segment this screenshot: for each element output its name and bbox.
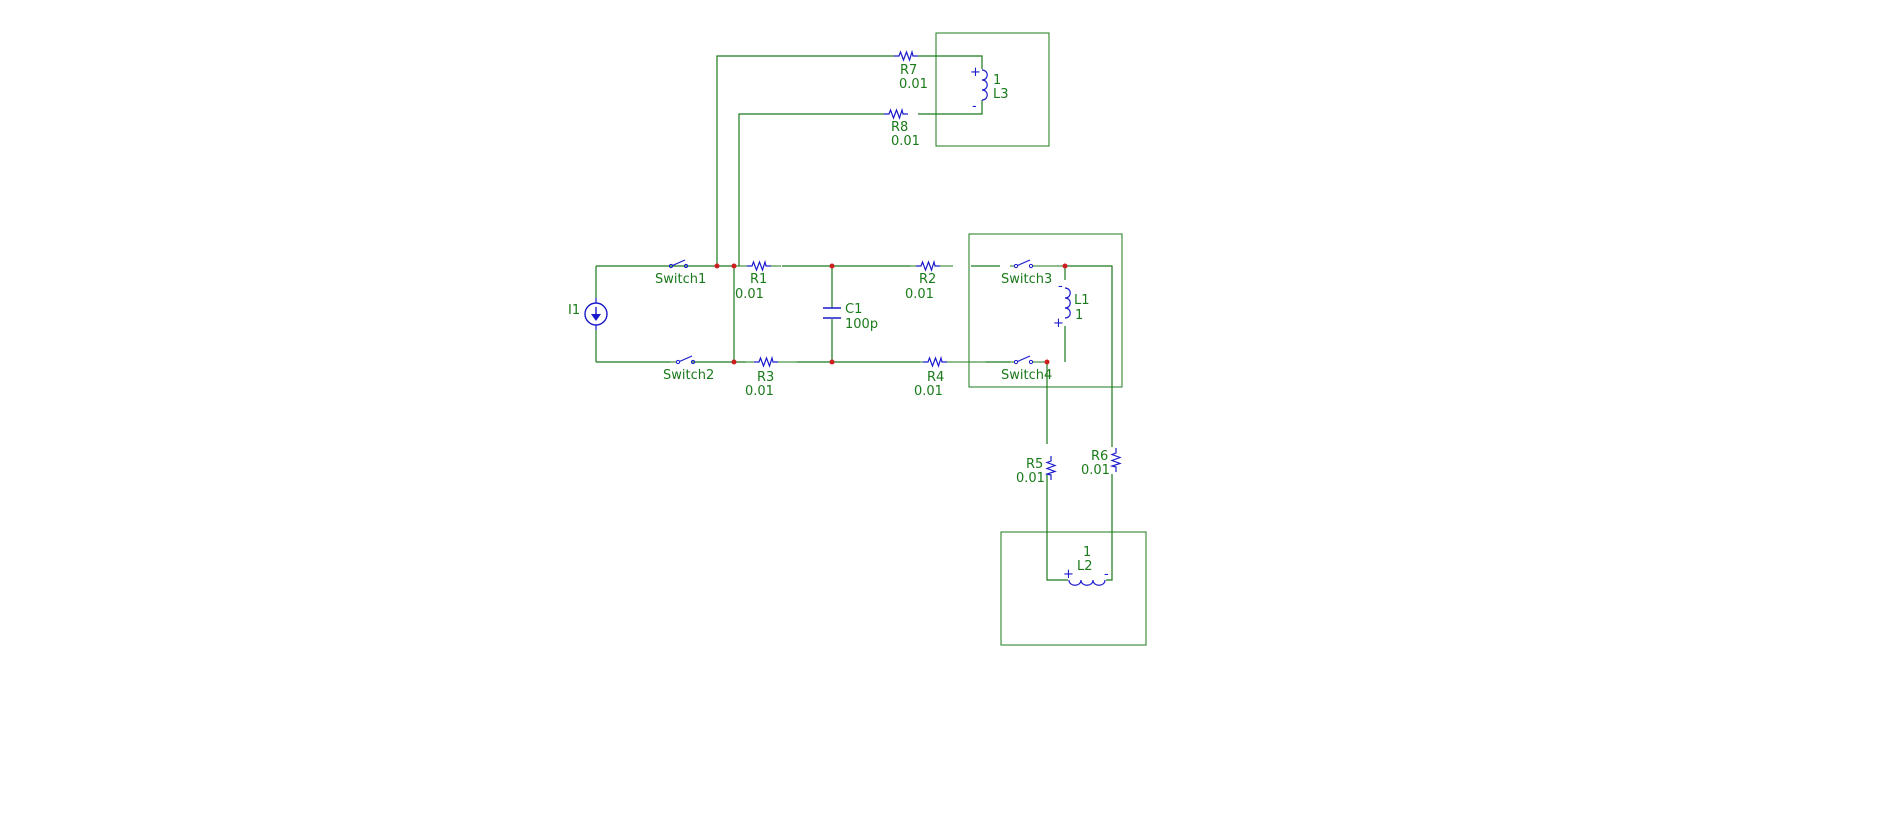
switch4[interactable] bbox=[1010, 355, 1047, 365]
switch3-label: Switch3 bbox=[1001, 272, 1052, 287]
r6-label: R6 bbox=[1091, 449, 1108, 464]
current-arrow-icon bbox=[591, 314, 601, 321]
r5-value: 0.01 bbox=[1016, 471, 1045, 486]
switch1[interactable] bbox=[661, 259, 695, 269]
l1-enclosure bbox=[968, 233, 1123, 388]
r6-value: 0.01 bbox=[1081, 463, 1110, 478]
switch1-label: Switch1 bbox=[655, 272, 706, 287]
switch4-label: Switch4 bbox=[1001, 368, 1052, 383]
r3-value: 0.01 bbox=[745, 384, 774, 399]
switch3[interactable] bbox=[1010, 259, 1065, 269]
r1-label: R1 bbox=[750, 272, 767, 287]
l1-plus: + bbox=[1053, 316, 1064, 331]
r1-value: 0.01 bbox=[735, 287, 764, 302]
current-source-i1[interactable] bbox=[584, 298, 608, 330]
c1-label: C1 bbox=[845, 302, 862, 317]
junction-dot bbox=[829, 263, 835, 269]
r8-value: 0.01 bbox=[891, 134, 920, 149]
resistor-r7[interactable] bbox=[893, 51, 919, 61]
subsystem-boxes bbox=[935, 32, 1147, 646]
l2-minus: - bbox=[1104, 567, 1109, 582]
current-source-icon bbox=[584, 302, 608, 326]
r3-label: R3 bbox=[757, 370, 774, 385]
l3-plus: + bbox=[970, 65, 981, 80]
l3-minus: - bbox=[972, 99, 977, 114]
l1-label: L1 bbox=[1074, 293, 1090, 308]
l3-value: 1 bbox=[993, 73, 1001, 88]
c1-value: 100p bbox=[845, 317, 878, 332]
resistor-r5[interactable] bbox=[1046, 455, 1056, 481]
wires bbox=[595, 55, 1113, 581]
r4-value: 0.01 bbox=[914, 384, 943, 399]
resistor-r4[interactable] bbox=[832, 357, 1010, 367]
r2-value: 0.01 bbox=[905, 287, 934, 302]
switch2[interactable] bbox=[670, 355, 702, 365]
l2-plus: + bbox=[1063, 567, 1074, 582]
l2-enclosure bbox=[1000, 531, 1147, 646]
junction-dot bbox=[829, 359, 835, 365]
resistor-r6[interactable] bbox=[1111, 447, 1121, 473]
resistor-r2[interactable] bbox=[905, 261, 953, 271]
i1-label: I1 bbox=[568, 303, 580, 318]
junction-dot bbox=[731, 359, 737, 365]
resistor-r1[interactable] bbox=[734, 261, 781, 271]
r8-label: R8 bbox=[891, 120, 908, 135]
l3-label: L3 bbox=[993, 87, 1009, 102]
junction-dot bbox=[714, 263, 720, 269]
r2-label: R2 bbox=[919, 272, 936, 287]
r5-label: R5 bbox=[1026, 457, 1043, 472]
l1-value: 1 bbox=[1075, 308, 1083, 323]
junction-dot bbox=[1044, 359, 1050, 365]
r7-value: 0.01 bbox=[899, 77, 928, 92]
inductor-l2[interactable] bbox=[1068, 579, 1106, 586]
junction-dot bbox=[731, 263, 737, 269]
l1-minus: - bbox=[1058, 279, 1063, 294]
l2-label: L2 bbox=[1077, 559, 1093, 574]
capacitor-c1[interactable] bbox=[823, 307, 841, 319]
switch2-label: Switch2 bbox=[663, 368, 714, 383]
inductor-l1[interactable] bbox=[1064, 287, 1071, 319]
r7-label: R7 bbox=[900, 63, 917, 78]
l3-enclosure bbox=[935, 32, 1050, 147]
resistor-r8[interactable] bbox=[883, 109, 909, 119]
r4-label: R4 bbox=[927, 370, 944, 385]
junction-dot bbox=[1062, 263, 1068, 269]
inductor-l3[interactable] bbox=[981, 69, 988, 101]
l2-value: 1 bbox=[1083, 545, 1091, 560]
junctions bbox=[714, 263, 1068, 365]
resistor-r3[interactable] bbox=[734, 357, 832, 367]
